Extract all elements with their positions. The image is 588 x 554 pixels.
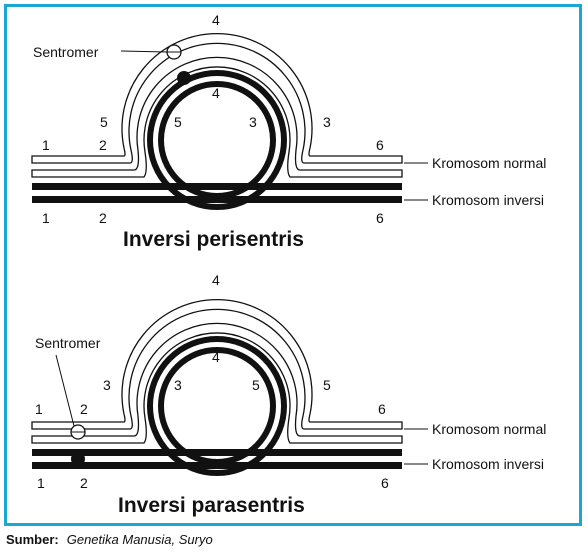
num-inverted-6: 6: [376, 210, 384, 226]
source-text: Genetika Manusia, Suryo: [66, 532, 213, 547]
num-normal-1: 1: [42, 137, 50, 153]
figure-frame: [4, 4, 582, 526]
normal-loop-inner: [31, 322, 403, 444]
source-label: Sumber:: [6, 532, 59, 547]
num-inverted-1: 1: [42, 210, 50, 226]
num-loop-top: 4: [212, 272, 220, 288]
inversion-diagram: Sentromer 4 5 3 4 5 3 1 2 6 Kromosom nor…: [31, 12, 546, 517]
normal-loop-outer: [31, 32, 403, 164]
normal-loop-inner: [31, 56, 403, 178]
num-inverted-1: 1: [37, 475, 45, 491]
inverted-label: Kromosom inversi: [432, 456, 544, 472]
inverted-loop-outer: [147, 70, 287, 210]
inverted-bar-bottom: [32, 196, 402, 203]
centromere-label: Sentromer: [33, 44, 99, 60]
normal-loop-outer: [31, 298, 403, 430]
centromere-label: Sentromer: [35, 335, 101, 351]
panel-perisentris: Sentromer 4 5 3 4 5 3 1 2 6 Kromosom nor…: [31, 12, 546, 251]
num-inverted-2: 2: [80, 475, 88, 491]
inverted-loop-outer: [147, 336, 287, 476]
num-loop-left: 5: [100, 114, 108, 130]
inverted-label: Kromosom inversi: [432, 192, 544, 208]
num-loop-top: 4: [212, 12, 220, 28]
num-normal-6: 6: [378, 401, 386, 417]
inverted-bar-top: [32, 449, 402, 456]
panel-parasentris: Sentromer 4 3 5 4 3 5 1 2 6 Kromosom nor…: [31, 272, 546, 517]
num-loop-left: 3: [103, 377, 111, 393]
num-inner-top: 4: [212, 349, 220, 365]
num-inner-top: 4: [212, 85, 220, 101]
num-normal-1: 1: [35, 401, 43, 417]
num-inner-left: 3: [174, 377, 182, 393]
normal-label: Kromosom normal: [432, 421, 546, 437]
source-caption: Sumber: Genetika Manusia, Suryo: [6, 532, 213, 547]
centromere-inverted: [177, 71, 191, 85]
centromere-leader: [120, 50, 168, 53]
num-normal-2: 2: [99, 137, 107, 153]
panel-title: Inversi perisentris: [123, 228, 304, 251]
panel-title: Inversi parasentris: [118, 494, 305, 517]
num-inverted-2: 2: [99, 210, 107, 226]
inverted-bar-top: [32, 183, 402, 190]
num-inverted-6: 6: [381, 475, 389, 491]
normal-label: Kromosom normal: [432, 155, 546, 171]
centromere-inverted: [71, 452, 85, 466]
num-inner-right: 5: [252, 377, 260, 393]
num-inner-left: 5: [174, 114, 182, 130]
centromere-leader: [55, 354, 75, 427]
num-normal-2: 2: [80, 401, 88, 417]
inverted-loop-inner: [158, 347, 276, 465]
inverted-bar-bottom: [32, 462, 402, 469]
num-loop-right: 3: [323, 114, 331, 130]
num-normal-6: 6: [376, 137, 384, 153]
num-loop-right: 5: [323, 377, 331, 393]
num-inner-right: 3: [249, 114, 257, 130]
